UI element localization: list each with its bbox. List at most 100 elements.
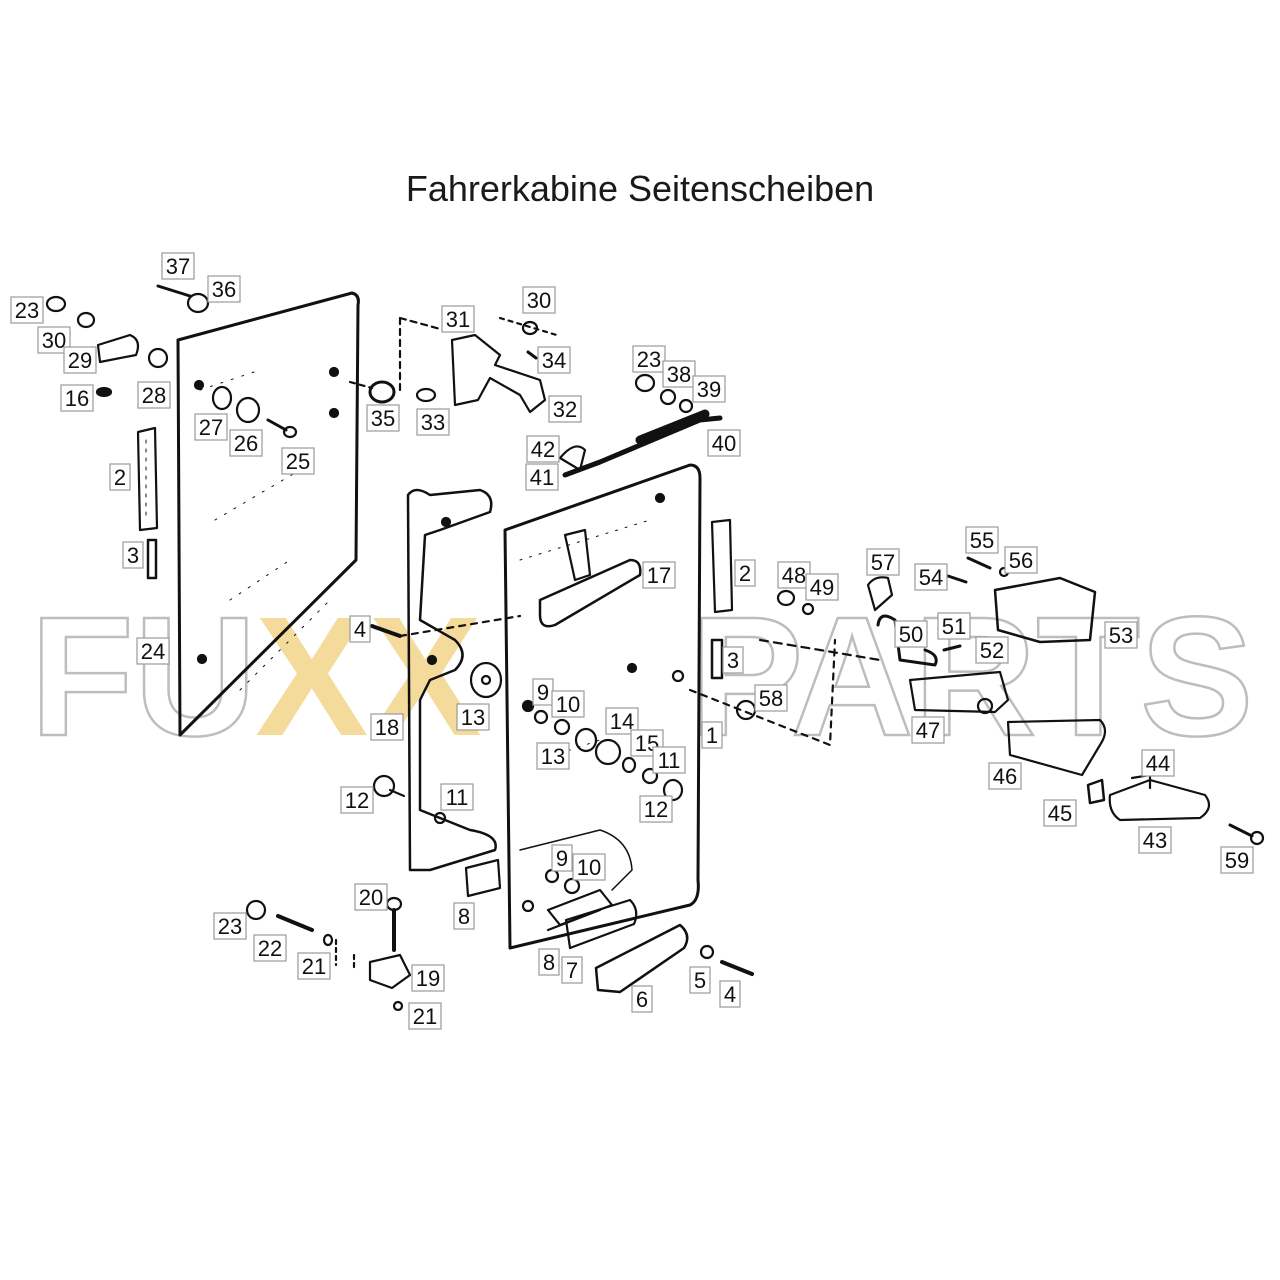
part-label-text: 56 (1009, 548, 1033, 573)
part-label-text: 55 (970, 528, 994, 553)
part-label-text: 41 (530, 465, 554, 490)
part-label-14: 14 (605, 707, 639, 735)
part-label-box (441, 305, 475, 333)
part-label-text: 13 (461, 705, 485, 730)
part-label-17: 17 (642, 561, 676, 589)
part-label-text: 37 (166, 254, 190, 279)
part-label-57: 57 (866, 548, 900, 576)
part-label-box (642, 561, 676, 589)
lock-housing-53 (993, 576, 1097, 644)
part-label-40: 40 (707, 429, 741, 457)
part-label-52: 52 (975, 636, 1009, 664)
part-label-text: 53 (1109, 623, 1133, 648)
part-label-box (754, 684, 788, 712)
part-label-box (538, 948, 560, 976)
part-label-box (551, 690, 585, 718)
part-label-box (937, 612, 971, 640)
part-label-text: 11 (658, 748, 681, 773)
part-label-text: 23 (637, 347, 661, 372)
part-label-46: 46 (988, 762, 1022, 790)
part-label-12: 12 (340, 786, 374, 814)
part-label-text: 59 (1225, 848, 1249, 873)
part-label-18: 18 (370, 713, 404, 741)
part-label-box (965, 526, 999, 554)
part-label-50: 50 (894, 620, 928, 648)
door-pane-center (503, 463, 702, 950)
part-label-box (297, 952, 331, 980)
part-label-8: 8 (453, 902, 475, 930)
part-label-box (453, 902, 475, 930)
side-window-pane-left (176, 291, 360, 737)
part-label-box (340, 786, 374, 814)
hinge-pad-8-left (464, 858, 502, 898)
part-label-6: 6 (631, 985, 653, 1013)
part-label-text: 20 (359, 885, 383, 910)
part-label-text: 28 (142, 383, 166, 408)
part-label-box (354, 883, 388, 911)
part-label-33: 33 (416, 408, 450, 436)
part-label-box (366, 404, 400, 432)
part-label-box (526, 435, 560, 463)
part-label-7: 7 (561, 956, 583, 984)
part-label-58: 58 (754, 684, 788, 712)
part-label-text: 25 (286, 449, 310, 474)
part-label-text: 58 (759, 686, 783, 711)
part-label-box (537, 346, 571, 374)
part-label-box (522, 286, 556, 314)
part-label-25: 25 (281, 447, 315, 475)
part-label-text: 21 (302, 954, 326, 979)
part-label-box (253, 934, 287, 962)
part-label-3: 3 (122, 541, 144, 569)
part-label-box (63, 346, 97, 374)
part-label-23: 23 (632, 345, 666, 373)
part-label-text: 16 (65, 386, 89, 411)
part-label-box (689, 966, 711, 994)
part-label-2: 2 (734, 559, 756, 587)
part-label-box (639, 795, 673, 823)
part-label-text: 3 (727, 648, 739, 673)
part-label-55: 55 (965, 526, 999, 554)
part-label-10: 10 (551, 690, 585, 718)
part-label-text: 54 (919, 565, 943, 590)
part-label-box (536, 742, 570, 770)
part-label-text: 12 (345, 788, 369, 813)
clip-left (146, 538, 158, 580)
part-label-box (136, 637, 170, 665)
part-label-text: 1 (706, 723, 718, 748)
part-label-text: 11 (446, 785, 469, 810)
part-label-text: 3 (127, 543, 139, 568)
part-label-box (411, 964, 445, 992)
part-label-text: 51 (942, 614, 966, 639)
part-label-text: 14 (610, 709, 634, 734)
part-label-text: 52 (980, 638, 1004, 663)
part-label-text: 42 (531, 437, 555, 462)
part-label-box (525, 463, 559, 491)
part-label-text: 5 (694, 968, 706, 993)
part-label-text: 4 (724, 982, 736, 1007)
part-label-23: 23 (10, 296, 44, 324)
part-label-box (734, 559, 756, 587)
part-label-27: 27 (194, 413, 228, 441)
clip-right (710, 638, 724, 680)
part-label-text: 32 (553, 397, 577, 422)
part-label-text: 48 (782, 563, 806, 588)
part-label-box (213, 912, 247, 940)
part-label-30: 30 (522, 286, 556, 314)
part-label-28: 28 (137, 381, 171, 409)
part-label-box (416, 408, 450, 436)
bracket-31 (450, 333, 547, 414)
hinge-6 (594, 923, 689, 994)
diagram-title: Fahrerkabine Seitenscheiben (405, 168, 875, 209)
part-label-box (456, 703, 490, 731)
part-label-13: 13 (456, 703, 490, 731)
part-label-text: 33 (421, 410, 445, 435)
part-label-53: 53 (1104, 621, 1138, 649)
part-label-59: 59 (1220, 846, 1254, 874)
part-label-text: 6 (636, 987, 648, 1012)
part-label-box (60, 384, 94, 412)
plate-46 (1006, 718, 1107, 777)
part-label-text: 2 (739, 561, 751, 586)
part-label-box (894, 620, 928, 648)
part-label-box (561, 956, 583, 984)
part-label-10: 10 (572, 853, 606, 881)
